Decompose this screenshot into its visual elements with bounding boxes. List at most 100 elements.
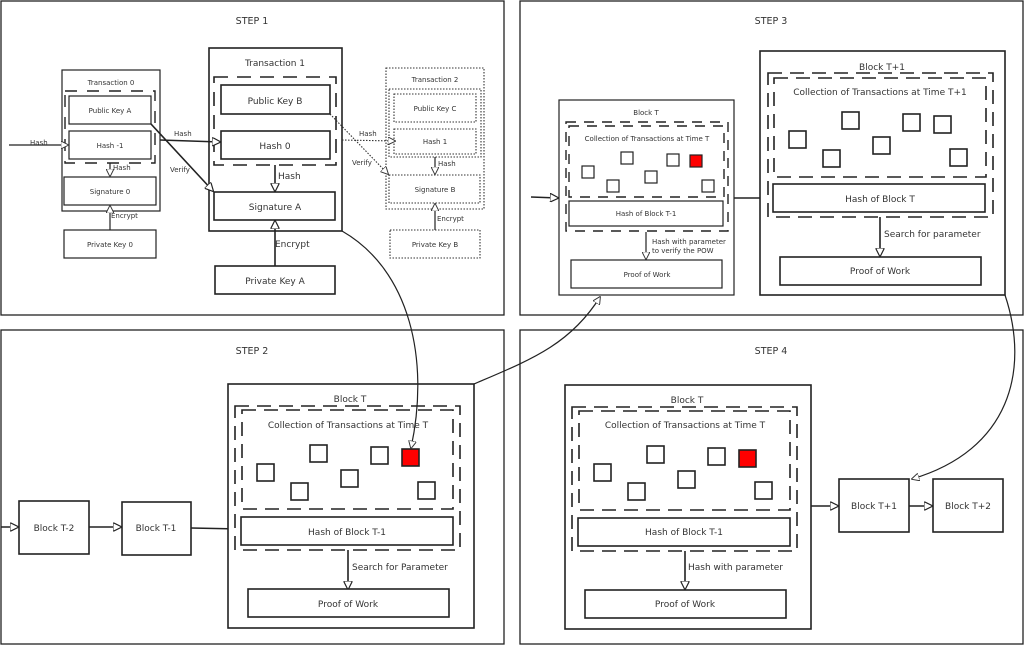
step4-transactions [593, 445, 773, 501]
transaction-1: Transaction 1 Public Key B Hash 0 Hash S… [208, 47, 343, 295]
tx0-to-tx1-verify-label: Verify [170, 166, 190, 174]
private-key-0-label: Private Key 0 [87, 241, 133, 249]
public-key-c-label: Public Key C [414, 105, 457, 113]
transaction-square [701, 179, 715, 193]
step2-transactions [256, 444, 436, 501]
private-key-0-box [63, 229, 157, 259]
transaction-square [593, 463, 612, 482]
transaction-0-title: Transaction 0 [87, 79, 135, 87]
step2-block-t-title: Block T [334, 395, 367, 405]
transaction-square [340, 469, 359, 488]
step3-block-t-plus-1-title: Block T+1 [859, 63, 905, 73]
transaction-square [872, 136, 891, 155]
transaction-square [417, 481, 436, 500]
hash-0-label: Hash 0 [259, 142, 291, 152]
transaction-square [620, 151, 634, 165]
public-key-b-label: Public Key B [248, 97, 303, 107]
transaction-square [841, 111, 860, 130]
block-t-minus-2-box [18, 500, 90, 555]
signature-b-box [388, 174, 481, 204]
transaction-square [644, 170, 658, 184]
transaction-1-dashed-group [213, 76, 337, 166]
signature-0-box [63, 176, 157, 206]
tx0-hash-label: Hash [113, 164, 131, 172]
step1-title: STEP 1 [236, 16, 269, 27]
step3-title: STEP 3 [755, 16, 788, 27]
step2-prev-hash-box [240, 516, 454, 546]
transaction-square [666, 153, 680, 167]
tx1-to-tx2-hash-label: Hash [359, 130, 377, 138]
highlighted-transaction-square [738, 449, 757, 468]
incoming-hash-label: Hash [30, 139, 48, 147]
step3-t1-transactions [788, 111, 968, 168]
tx1-to-tx2-verify-label: Verify [352, 159, 372, 167]
private-key-b-label: Private Key B [412, 241, 459, 249]
signature-b-label: Signature B [415, 186, 456, 194]
step3-t1-prev-hash-box [772, 183, 986, 213]
step3-verify-label-line1: Hash with parameter [652, 238, 726, 246]
step4-collection-label: Collection of Transactions at Time T [605, 421, 766, 431]
tx1-hash-label: Hash [278, 172, 301, 182]
step2-to-step3-block-curve [473, 297, 600, 385]
tx2-hash-label: Hash [438, 160, 456, 168]
signature-a-box [213, 191, 336, 221]
step3-t1-prev-hash-label: Hash of Block T [845, 195, 915, 205]
step4-block-t-title: Block T [671, 396, 704, 406]
step2-search-label: Search for Parameter [352, 563, 448, 573]
transaction-square [822, 149, 841, 168]
block-t-minus-2-label: Block T-2 [34, 524, 75, 534]
step4-title: STEP 4 [755, 346, 788, 357]
step3-verify-label-line2: to verify the POW [652, 247, 714, 255]
transaction-square [627, 482, 646, 501]
block-t-minus-1-label: Block T-1 [136, 524, 177, 534]
private-key-a-box [214, 265, 336, 295]
transaction-square [581, 165, 595, 179]
step3-block-t: Block T Collection of Transactions at Ti… [558, 99, 735, 296]
tx0-to-tx1-hash-label: Hash [174, 130, 192, 138]
transaction-square [606, 179, 620, 193]
public-key-c-box [393, 93, 477, 123]
transaction-1-title: Transaction 1 [244, 59, 305, 69]
step3-t1-collection-dashed-group [773, 77, 987, 178]
transaction-square [949, 148, 968, 167]
transaction-2: Transaction 2 Public Key C Hash 1 Hash S… [385, 67, 485, 259]
transaction-square [933, 115, 952, 134]
tx1-encrypt-label: Encrypt [275, 240, 310, 250]
step3-t1-search-label: Search for parameter [884, 230, 981, 240]
transaction-2-dotted-group [388, 88, 482, 158]
transaction-square [707, 447, 726, 466]
step3-t1-outer-dashed-group [767, 72, 994, 218]
transaction-square [677, 470, 696, 489]
tx2-encrypt-label: Encrypt [437, 215, 464, 223]
step3-block-t-pow-box [570, 259, 723, 289]
tx0-encrypt-label: Encrypt [111, 212, 138, 220]
hash-1-label: Hash 1 [423, 138, 447, 146]
step3-t1-collection-label: Collection of Transactions at Time T+1 [793, 88, 967, 98]
step4-prev-hash-label: Hash of Block T-1 [645, 528, 723, 538]
step4-outer-dashed-group [571, 406, 798, 552]
step3-outer-dashed-group [565, 121, 729, 232]
transaction-square [290, 482, 309, 501]
signature-a-label: Signature A [249, 203, 302, 213]
step3-incoming-arrow [530, 197, 558, 198]
step3-block-t-plus-1: Block T+1 Collection of Transactions at … [759, 50, 1006, 296]
public-key-a-box [68, 95, 152, 125]
tx0-to-tx1-verify-arrow [150, 123, 213, 191]
highlighted-transaction-square [689, 154, 703, 168]
step3-transactions [581, 151, 715, 193]
transaction-square [788, 130, 807, 149]
transaction-square [370, 446, 389, 465]
step3-t1-pow-box [779, 256, 982, 286]
step2-prev-hash-label: Hash of Block T-1 [308, 528, 386, 538]
block-t-plus-1-box [838, 478, 910, 533]
block-t-plus-1-label: Block T+1 [851, 502, 897, 512]
private-key-b-box [389, 229, 481, 259]
transaction-square [646, 445, 665, 464]
transaction-2-title: Transaction 2 [411, 76, 459, 84]
step3-t1-pow-label: Proof of Work [850, 267, 911, 277]
step3-collection-label: Collection of Transactions at Time T [585, 135, 710, 143]
signature-0-label: Signature 0 [90, 188, 130, 196]
step4-block-t: Block T Collection of Transactions at Ti… [564, 384, 812, 630]
step4-prev-hash-box [577, 517, 791, 547]
block-t-plus-2-label: Block T+2 [945, 502, 991, 512]
